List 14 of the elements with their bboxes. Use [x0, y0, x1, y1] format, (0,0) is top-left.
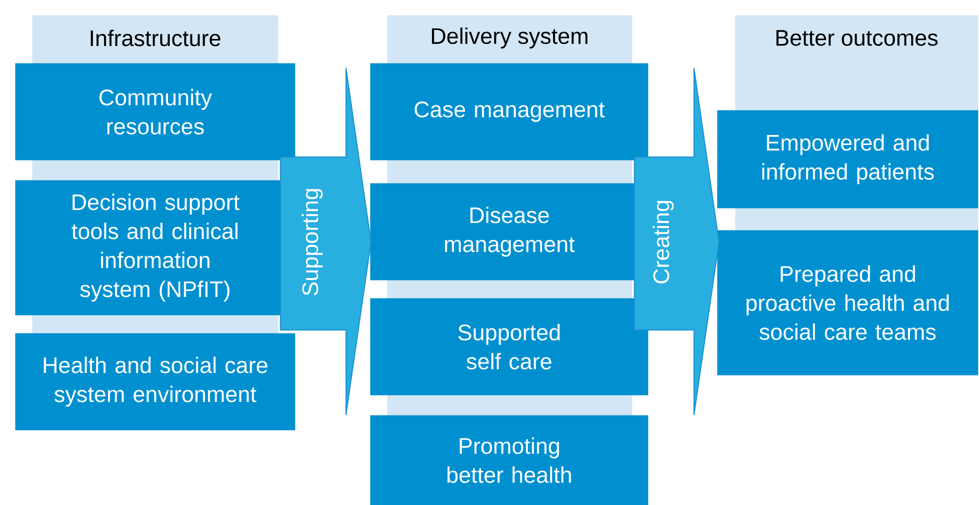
- text-box: Decision support tools and clinical information system (NPfIT): [15, 180, 296, 316]
- edge-label: Creating: [652, 198, 675, 286]
- text-box: Prepared and proactive health and social care teams: [717, 230, 978, 376]
- column-heading: Better outcomes: [776, 30, 938, 46]
- text-box: Disease management: [370, 183, 648, 280]
- text-box: Health and social care system environment: [15, 333, 296, 430]
- text-box: Empowered and informed patients: [717, 110, 978, 208]
- text-box: Case management: [370, 63, 648, 160]
- text-box: Supported self care: [370, 298, 648, 396]
- column-heading: Delivery system: [432, 28, 588, 48]
- text-box: Community resources: [15, 63, 296, 160]
- edge-label: Supporting: [300, 186, 324, 298]
- text-box: Promoting better health: [370, 415, 648, 505]
- column-heading: Infrastructure: [90, 30, 220, 46]
